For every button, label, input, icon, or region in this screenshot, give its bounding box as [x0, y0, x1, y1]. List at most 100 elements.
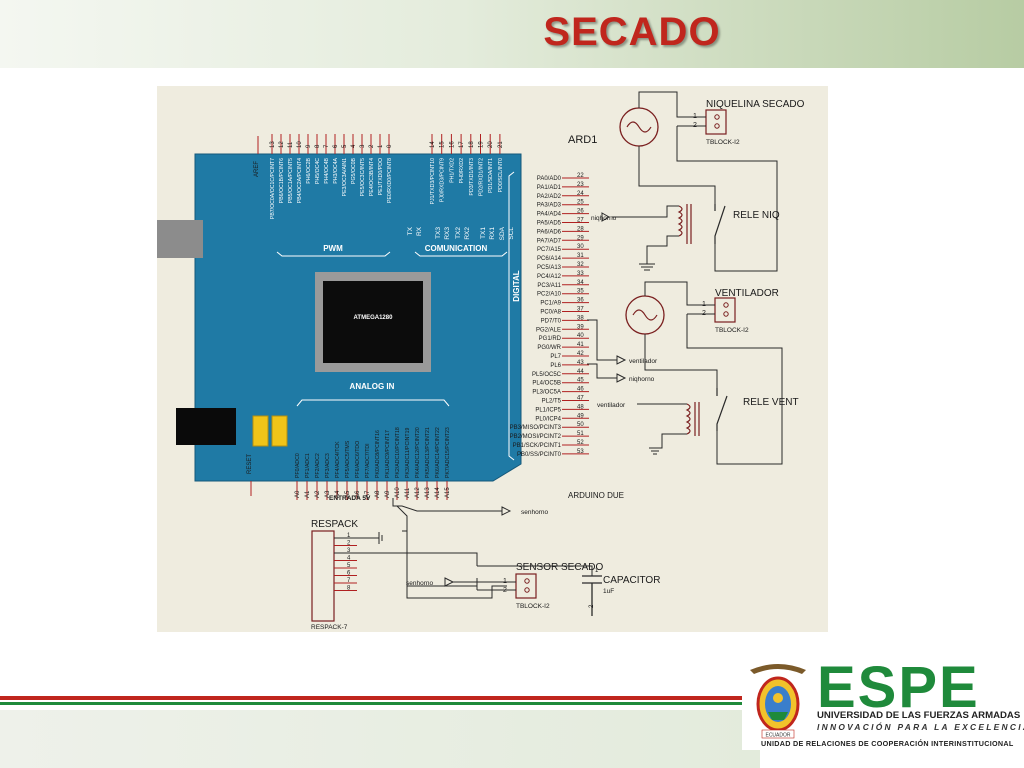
comm-pin-number: 15: [440, 141, 446, 148]
right-pin-name: PC3/A11: [537, 283, 561, 289]
right-pin-name: PC1/A9: [540, 301, 561, 307]
footer-red-line: [0, 696, 760, 700]
right-pin-number: 51: [577, 431, 584, 437]
comm-tag: TX3: [435, 227, 442, 239]
header-band: [0, 0, 1024, 68]
right-pin-name: PC7/A15: [537, 247, 562, 253]
board-output-wires: [587, 319, 617, 379]
net-flag-senhorno-a: [501, 506, 512, 516]
net-label-ventilador-b: ventilador: [597, 402, 626, 409]
analog-net-wires: [392, 498, 502, 587]
ventilador-wires: [644, 281, 783, 465]
niquelina-label: NIQUELINA SECADO: [706, 99, 805, 110]
comm-label: COMUNICATION: [425, 244, 488, 253]
comm-pin-name: PH0/RXD2: [459, 158, 465, 183]
aref-label: AREF: [254, 161, 260, 177]
comm-pin-number: 17: [459, 141, 465, 148]
top-pin-number: 1: [378, 144, 384, 148]
top-pin-name: PB5/OC1A/PCINT5: [288, 158, 294, 203]
ventilador-terminal-block: [714, 297, 736, 323]
niquelina-terminal-2: [714, 123, 720, 129]
right-pin-number: 32: [577, 262, 584, 268]
ventilador-terminal-1: [723, 302, 729, 308]
right-pin-name: PG0/WR: [537, 345, 561, 351]
analog-pin-name: PF7/ADC7/TDI: [365, 443, 371, 478]
rele-vent-coil-icon: [685, 402, 700, 436]
right-pin-number: 40: [577, 333, 584, 339]
right-pin-number: 24: [577, 191, 584, 197]
right-pin-name: PB3/MISO/PCINT3: [510, 425, 562, 431]
analog-pin-number: A4: [335, 490, 341, 498]
sensor-terminal-1: [524, 578, 530, 584]
top-pin-group: 13PB7/OC0A/OC1C/PCINT712PB6/OC1B/PCINT61…: [270, 134, 393, 219]
usb-connector: [157, 220, 203, 258]
right-pin-number: 23: [577, 182, 584, 188]
respack-pin-number: 1: [347, 533, 351, 539]
right-pin-name: PA6/AD6: [537, 229, 562, 235]
digital-label: DIGITAL: [512, 270, 521, 302]
comm-pin-number: 21: [498, 141, 504, 148]
respack-pin-number: 2: [347, 541, 351, 547]
right-pin-name: PL6: [550, 363, 561, 369]
capacitor-pin2: 2: [589, 604, 595, 608]
analog-pin-name: PF2/ADC2: [315, 453, 321, 478]
right-pin-name: PL7: [550, 354, 561, 360]
respack-pin-number: 7: [347, 578, 351, 584]
analog-pin-number: A1: [305, 490, 311, 498]
top-pin-number: 11: [288, 141, 294, 148]
comm-tag: RX2: [464, 227, 471, 240]
top-pin-number: 0: [387, 144, 393, 148]
comm-pin-number: 18: [469, 141, 475, 148]
respack-part: RESPACK-7: [311, 624, 348, 631]
sensor-wires: [453, 565, 593, 591]
right-pin-number: 35: [577, 289, 584, 295]
right-pin-number: 46: [577, 387, 584, 393]
board-name: ARD1: [568, 134, 597, 146]
niquelina-wires: [638, 91, 778, 272]
right-pin-name: PC0/A8: [540, 310, 561, 316]
capacitor-value: 1uF: [603, 588, 614, 595]
board-label: ARDUINO DUE: [568, 491, 624, 500]
top-pin-number: 12: [279, 141, 285, 148]
right-pin-number: 25: [577, 200, 584, 206]
respack-pin-number: 8: [347, 586, 351, 592]
comm-pin-name: PD1/SDA/INT1: [488, 158, 494, 193]
right-pin-name: PA5/AD5: [537, 221, 562, 227]
right-pin-number: 38: [577, 315, 584, 321]
reset-label: RESET: [247, 454, 253, 474]
right-pin-name: PA1/AD1: [537, 185, 562, 191]
analog-pin-name: PF5/ADC5/TMS: [345, 440, 351, 478]
top-pin-name: PH4/OC4B: [324, 157, 330, 183]
respack-wires: [334, 531, 507, 599]
comm-tag: TX: [407, 226, 414, 235]
espe-seal-icon: ECUADOR: [750, 664, 806, 739]
top-pin-number: 13: [270, 141, 276, 148]
right-pin-number: 42: [577, 351, 584, 357]
top-pin-number: 8: [315, 144, 321, 148]
right-pin-name: PL2/T5: [542, 399, 562, 405]
pwm-bracket: [276, 251, 391, 257]
rele-niq-label: RELE NIQ: [733, 210, 780, 221]
espe-motto: INNOVACIÓN PARA LA EXCELENCIA: [817, 722, 1024, 732]
right-pin-name: PC6/A14: [537, 256, 562, 262]
rele-vent-switch-icon: [716, 388, 728, 431]
comm-pin-number: 19: [479, 141, 485, 148]
right-pin-number: 22: [577, 173, 584, 179]
right-pin-name: PG2/ALE: [536, 327, 561, 333]
top-pin-name: PB6/OC1B/PCINT6: [279, 158, 285, 203]
net-label-entrada: ENTRADA 5V: [329, 495, 371, 502]
right-pin-number: 29: [577, 235, 584, 241]
top-pin-name: PH5/OC4C: [315, 158, 321, 184]
analog-pin-name: PK5/ADC13/PCINT21: [425, 427, 431, 478]
analog-pin-number: A6: [355, 490, 361, 498]
rele-niq-coil-icon: [677, 204, 692, 244]
right-pin-name: PD7/T0: [541, 318, 562, 324]
slide-title: SECADO: [543, 10, 721, 54]
rele-niq-coil-wires: [612, 205, 679, 271]
top-pin-number: 5: [342, 144, 348, 148]
top-pin-name: PH3/OC4A: [333, 157, 339, 183]
analog-pin-number: A11: [405, 487, 411, 498]
analog-pin-name: PF6/ADC6/TDO: [355, 441, 361, 478]
